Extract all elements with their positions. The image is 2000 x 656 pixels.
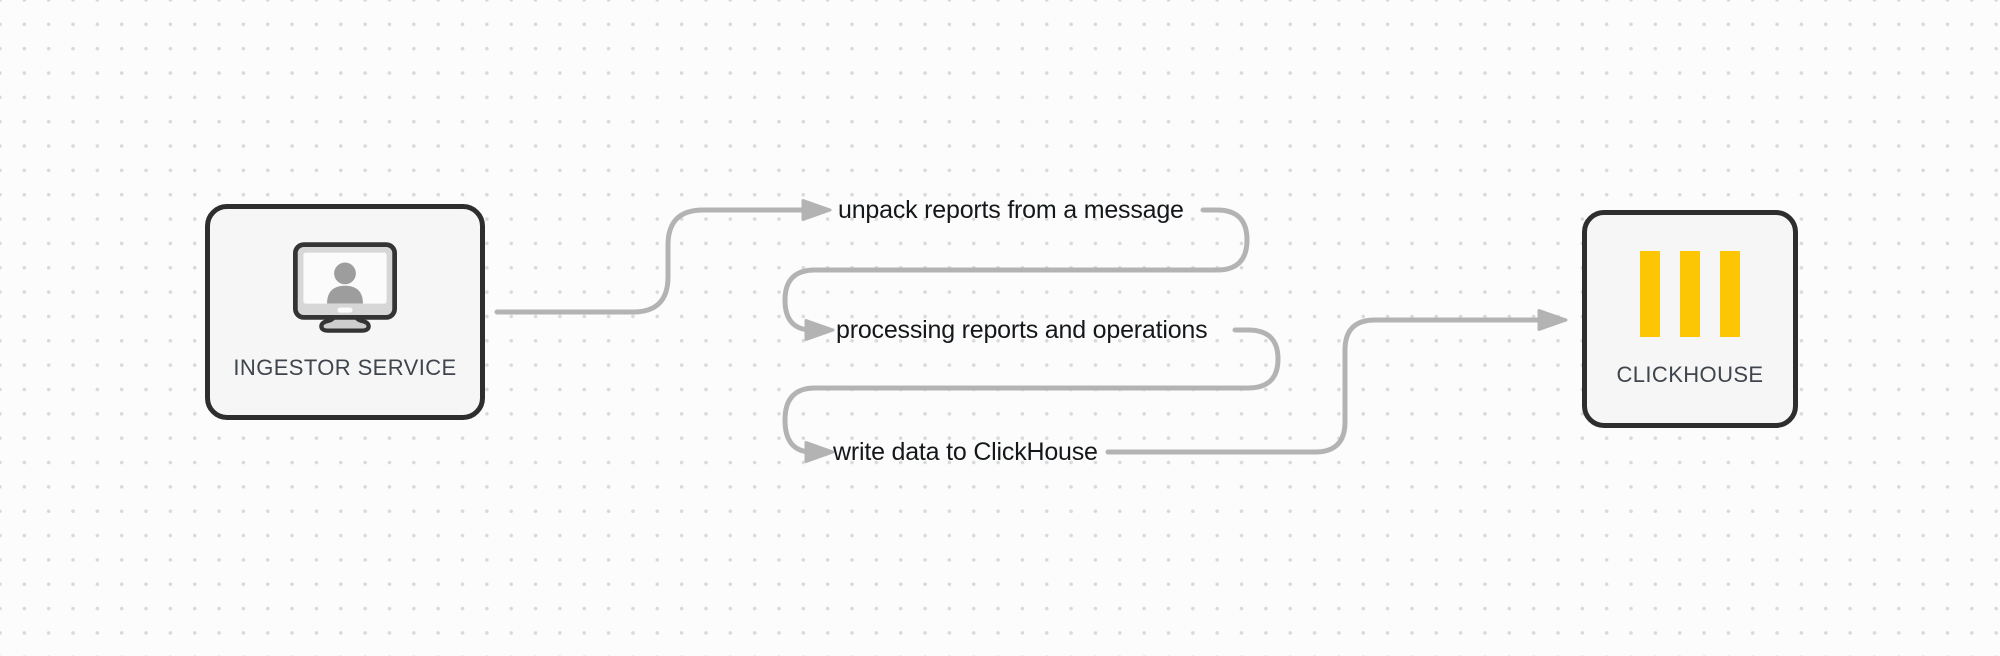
clickhouse-bars-icon <box>1640 251 1740 337</box>
monitor-user-icon <box>293 242 397 333</box>
arrowhead-clickhouse-icon <box>1537 309 1568 331</box>
node-label-clickhouse: CLICKHOUSE <box>1616 362 1764 387</box>
step-label-2: processing reports and operations <box>836 316 1208 344</box>
connector-ingestor-to-step1 <box>494 207 805 315</box>
arrowhead-step1-icon <box>801 199 832 221</box>
connector-step1-to-step2 <box>782 207 1250 333</box>
clickhouse-bar <box>1720 251 1740 337</box>
node-clickhouse: CLICKHOUSE <box>1582 210 1798 428</box>
clickhouse-bar <box>1640 251 1660 337</box>
connector-step2-to-step3 <box>782 327 1281 455</box>
node-ingestor-service: INGESTOR SERVICE <box>205 204 485 420</box>
step-label-1: unpack reports from a message <box>838 196 1184 224</box>
arrowhead-step3-icon <box>804 441 835 463</box>
node-label-ingestor: INGESTOR SERVICE <box>233 355 457 380</box>
step-label-3: write data to ClickHouse <box>833 438 1098 466</box>
arrowhead-step2-icon <box>804 319 835 341</box>
connector-step3-to-clickhouse <box>1105 317 1541 455</box>
clickhouse-bar <box>1680 251 1700 337</box>
